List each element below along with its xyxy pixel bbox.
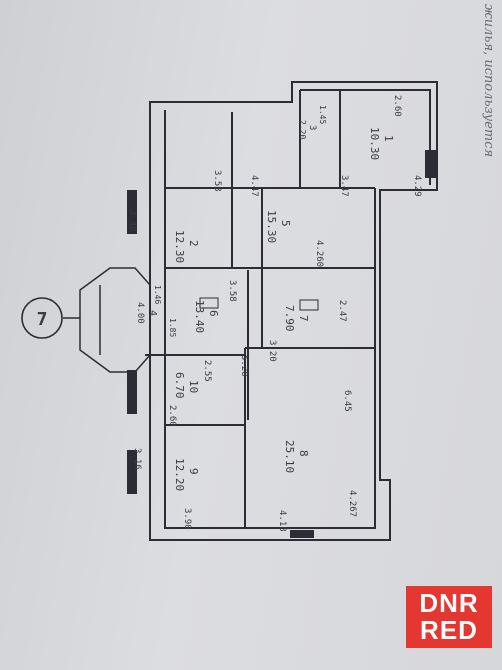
handwriting-text: жилья, используется: [481, 4, 496, 157]
room-dim: 3.20: [267, 340, 277, 362]
room-number: 7: [297, 315, 310, 322]
room-number: 2: [187, 240, 200, 247]
room-number: 4: [147, 310, 158, 316]
room-dim: 1.85: [168, 318, 177, 337]
room-dim: 1.45: [318, 105, 327, 124]
windows: [127, 150, 437, 538]
room-dim: 4.47: [249, 175, 259, 197]
room-area: 2.20: [298, 120, 307, 139]
room-number: 10: [187, 380, 200, 393]
room-area: 25.10: [283, 440, 296, 473]
room-dim: 4.267: [347, 490, 357, 517]
room-dim: 3.53: [212, 170, 222, 192]
walls: [145, 81, 438, 541]
room-dim: 1.46: [153, 285, 162, 304]
room-dim: 6.45: [342, 390, 352, 412]
room-dim: 4.18: [277, 510, 287, 532]
room-number: 3: [307, 125, 317, 130]
room-labels: 1 10.30 2.60 4.29 3 2.20 1.45 2 12.30 3.…: [127, 95, 422, 532]
room-area: 7.90: [283, 305, 296, 332]
entrance-bay: [63, 267, 151, 373]
watermark-logo: DNR RED: [406, 586, 492, 648]
circle-marker: [21, 297, 63, 339]
circle-label: 7: [37, 309, 48, 330]
room-area: 4.00: [135, 302, 145, 324]
room-dim: 2.47: [337, 300, 347, 322]
room-area: 10.30: [368, 127, 381, 160]
room-number: 6: [207, 310, 220, 317]
room-number: 9: [187, 468, 200, 475]
room-dim: 4.260: [314, 240, 324, 267]
room-number: 5: [279, 220, 292, 227]
room-dim: 3.48: [127, 210, 137, 232]
room-area: 6.70: [173, 372, 186, 399]
room-area: 13.40: [193, 300, 206, 333]
room-dim: 2.60: [392, 95, 402, 117]
room-dim: 3.58: [227, 280, 237, 302]
handwritten-note: жилья, используется: [481, 4, 496, 157]
room-dim: 2.60: [167, 405, 177, 427]
room-dim: 3.90: [182, 508, 192, 530]
room-dim: 3.47: [339, 175, 349, 197]
room-dim: 3.16: [132, 448, 142, 470]
room-dim: 2.55: [202, 360, 212, 382]
room-area: 12.30: [173, 230, 186, 263]
room-area: 12.20: [173, 458, 186, 491]
room-dim: 4.29: [412, 175, 422, 197]
watermark-line2: RED: [420, 615, 478, 645]
watermark-line1: DNR: [419, 588, 479, 618]
room-dim: 5.28: [239, 355, 249, 377]
room-area: 15.30: [265, 210, 278, 243]
room-number: 1: [382, 135, 395, 142]
room-number: 8: [297, 450, 310, 457]
